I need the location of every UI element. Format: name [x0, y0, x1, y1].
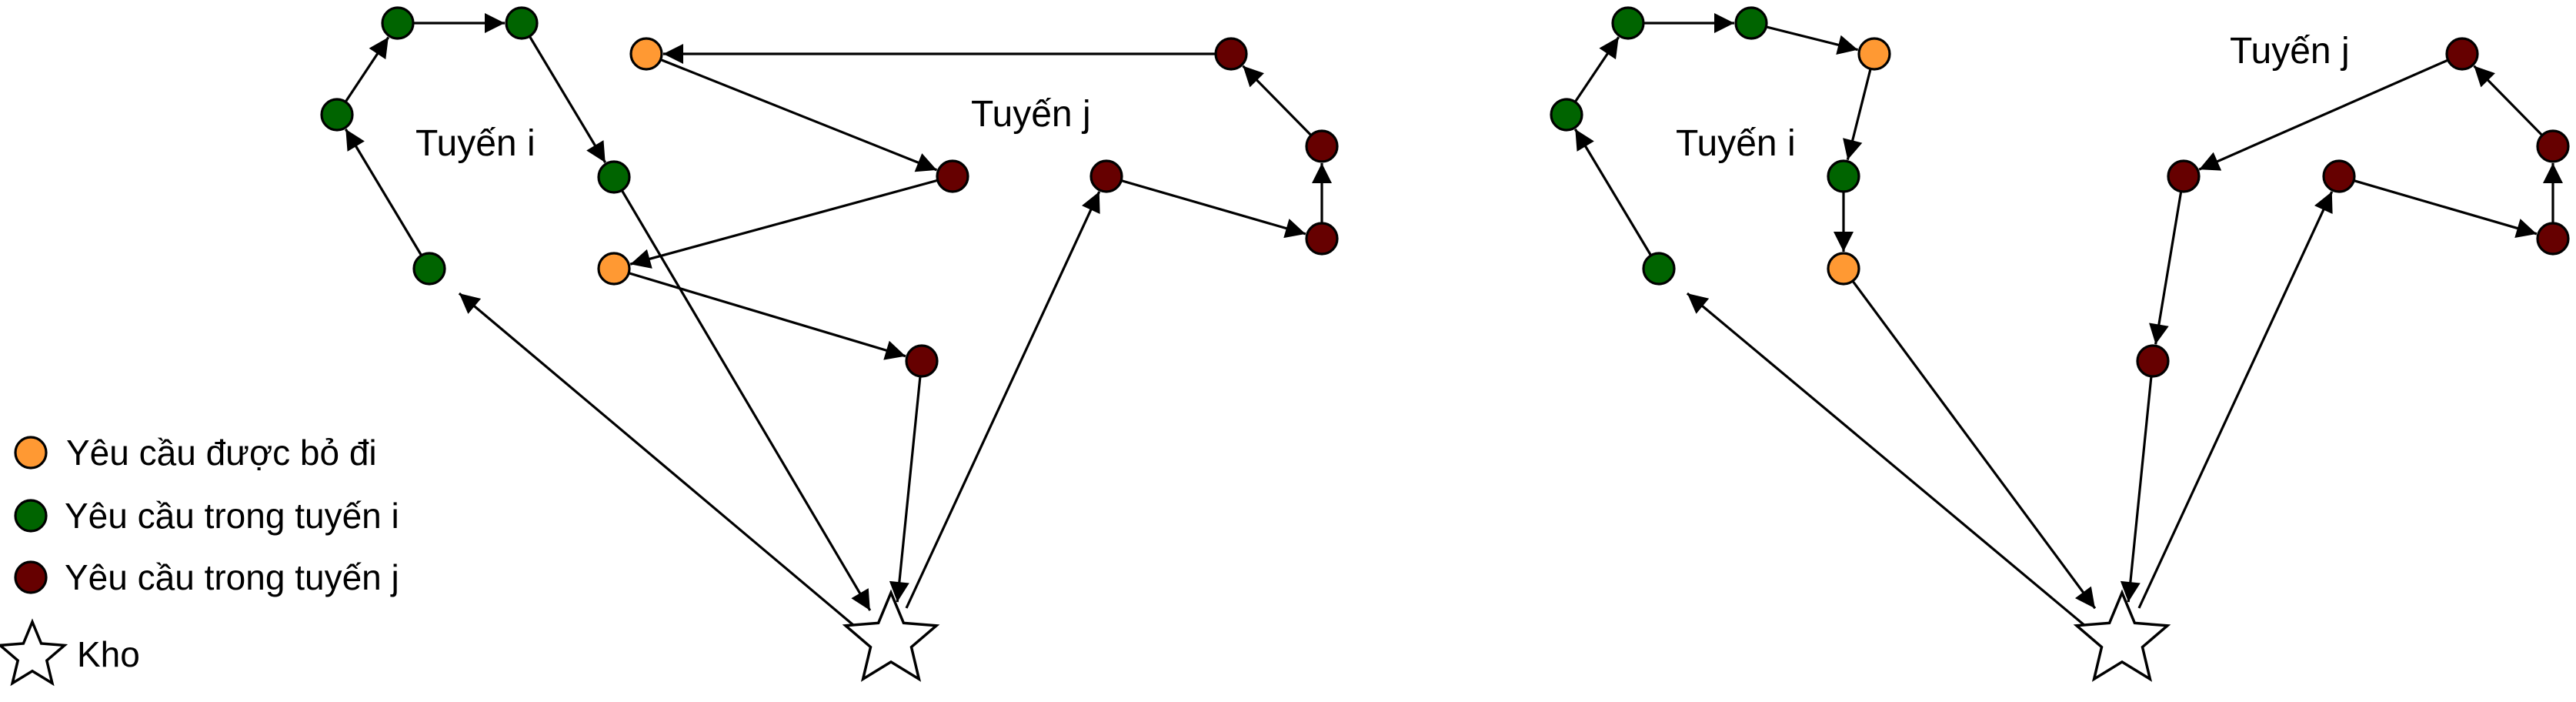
route-i-node: [1611, 6, 1645, 40]
route-i-label: Tuyến i: [415, 123, 536, 164]
edge: [1242, 65, 1323, 148]
route-j-node: [2167, 159, 2201, 193]
legend-removed-label: Yêu cầu được bỏ đi: [66, 433, 377, 473]
route-i-node: [597, 160, 631, 194]
route-j-node: [905, 344, 939, 378]
edge: [613, 267, 906, 360]
edge: [344, 129, 431, 269]
route-j-node: [2136, 344, 2170, 378]
legend-route-j-swatch: [14, 560, 48, 594]
edge: [2137, 191, 2334, 609]
edge: [1750, 22, 1859, 55]
edge: [2338, 175, 2538, 239]
route-i-node: [381, 6, 415, 40]
removed-node: [629, 37, 663, 71]
nodes: [320, 6, 1339, 378]
route-j-node: [2536, 129, 2570, 163]
route-i-node: [1827, 159, 1860, 193]
edge: [612, 176, 872, 611]
legend-route-i-swatch: [14, 499, 48, 533]
route-j-node: [1214, 37, 1248, 71]
legend-depot-label: Kho: [77, 634, 140, 674]
route-j-node: [1305, 222, 1339, 256]
route-j-label: Tuyến j: [2230, 31, 2350, 72]
edge: [2198, 52, 2463, 171]
route-j-node: [1089, 159, 1123, 193]
edge: [1842, 268, 2097, 610]
edge: [905, 191, 1101, 609]
panel-after: Tuyến i Tuyến j: [1550, 6, 2570, 682]
route-j-node: [2445, 37, 2479, 71]
depot-star-icon: [2073, 589, 2171, 682]
nodes: [1550, 6, 2570, 378]
route-j-node: [2322, 159, 2356, 193]
route-i-node: [412, 252, 446, 286]
legend-removed-swatch: [14, 436, 48, 470]
route-i-node: [505, 6, 539, 40]
legend-route-i-label: Yêu cầu trong tuyến i: [65, 496, 399, 536]
edge: [1573, 129, 1660, 269]
legend: Yêu cầu được bỏ đi Yêu cầu trong tuyến i…: [0, 433, 399, 687]
edge: [2120, 360, 2154, 603]
edges: [1565, 13, 2563, 647]
edge: [629, 175, 953, 269]
route-j-label: Tuyến j: [971, 94, 1091, 135]
edge: [458, 292, 879, 647]
route-i-label: Tuyến i: [1676, 123, 1796, 164]
depot-star-icon: [842, 589, 940, 682]
edge: [1106, 175, 1306, 239]
removed-node: [1827, 252, 1860, 286]
route-j-node: [2536, 222, 2570, 256]
route-j-node: [1305, 129, 1339, 163]
route-i-node: [1734, 6, 1768, 40]
route-i-node: [1642, 252, 1676, 286]
legend-depot-star-icon: [0, 618, 68, 687]
edges: [335, 13, 1332, 647]
legend-route-j-label: Yêu cầu trong tuyến j: [65, 557, 399, 597]
route-j-node: [936, 159, 969, 193]
edge: [1686, 292, 2110, 647]
route-i-node: [320, 98, 354, 132]
edge: [2473, 65, 2554, 148]
edge: [2149, 176, 2185, 345]
panel-before: Tuyến i Tuyến j: [320, 6, 1339, 682]
edge: [889, 360, 923, 603]
edge: [1843, 53, 1876, 161]
edge: [646, 52, 938, 172]
route-i-node: [1550, 98, 1583, 132]
removed-node: [1857, 37, 1891, 71]
removed-node: [597, 252, 631, 286]
edge: [520, 22, 607, 163]
